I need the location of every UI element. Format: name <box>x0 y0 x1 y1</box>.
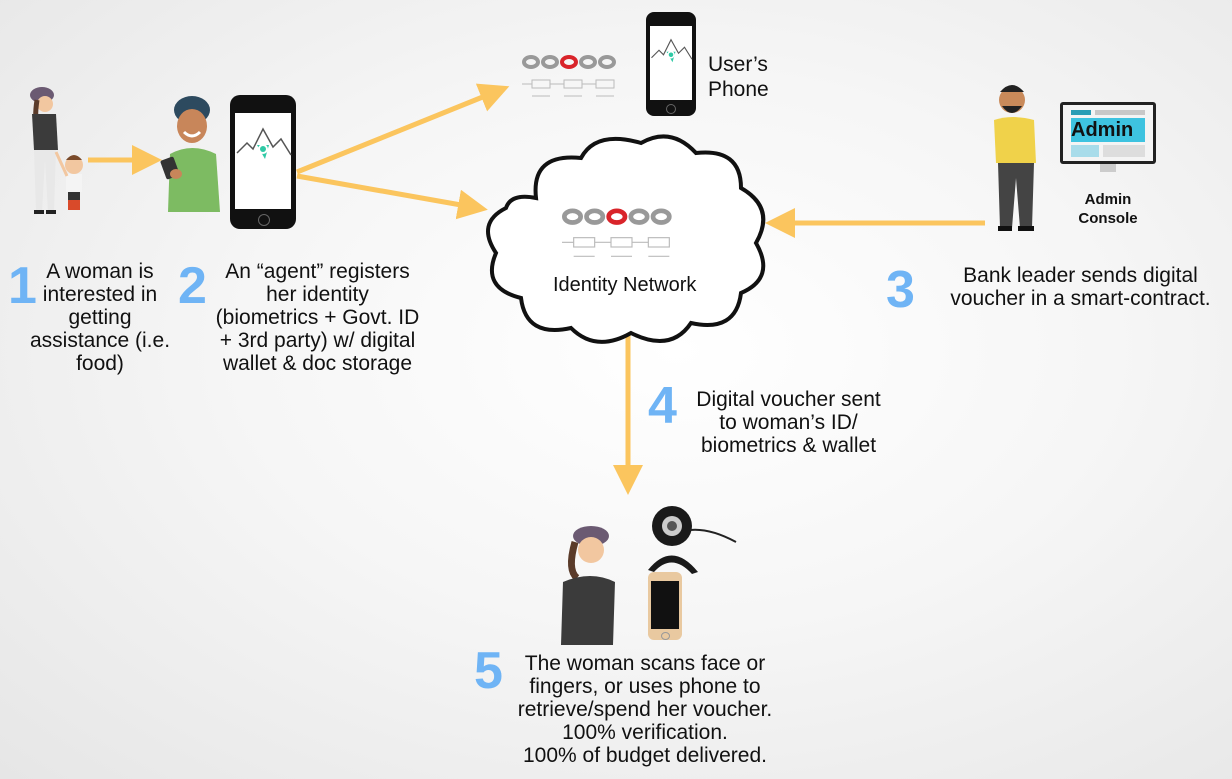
step-2-number: 2 <box>178 257 207 315</box>
admin-monitor: Admin <box>1060 102 1156 172</box>
step-4-text: Digital voucher sent to woman’s ID/ biom… <box>696 388 881 457</box>
step-1-number: 1 <box>8 257 37 315</box>
woman-icon <box>561 526 615 645</box>
step-1-text: A woman is interested in getting assista… <box>29 260 171 375</box>
blockchain-icon <box>522 55 616 97</box>
bank-leader-icon <box>994 85 1036 231</box>
agent-phone <box>230 95 296 229</box>
step-2-text: An “agent” registers her identity (biome… <box>215 260 420 375</box>
arrow-agent-to-users-phone <box>296 83 510 175</box>
webcam-icon <box>648 506 737 574</box>
step-4-number: 4 <box>648 377 677 435</box>
users-phone <box>646 12 696 116</box>
smartphone-icon <box>648 572 682 640</box>
step-5-text: The woman scans face or fingers, or uses… <box>517 652 773 767</box>
phone-app-logo-icon <box>651 38 693 63</box>
step-3-number: 3 <box>886 261 915 319</box>
woman-with-child-icon <box>30 87 83 214</box>
phone-app-logo-icon <box>236 127 292 159</box>
step-3-text: Bank leader sends digital voucher in a s… <box>950 264 1211 310</box>
admin-console-label: Admin Console <box>1078 191 1138 227</box>
users-phone-label: User’s Phone <box>708 53 769 101</box>
identity-network-label: Identity Network <box>553 274 697 296</box>
agent-with-phone-icon <box>160 96 220 212</box>
step-5-number: 5 <box>474 642 503 700</box>
cloud-icon <box>486 134 766 344</box>
admin-screen-text: Admin <box>1071 118 1145 142</box>
blockchain-icon <box>562 208 672 257</box>
arrow-agent-to-identity-network <box>296 173 488 220</box>
